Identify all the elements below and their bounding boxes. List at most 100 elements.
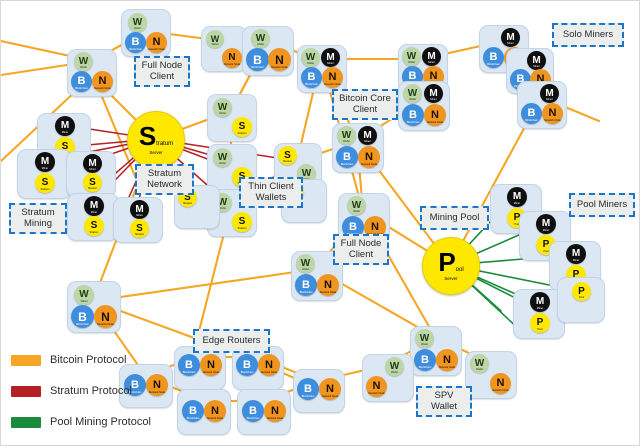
network-node[interactable]: NNetwork Node <box>264 400 286 422</box>
blockchain-node[interactable]: BBlockchain <box>124 374 146 396</box>
wallet-node[interactable]: WWallet <box>213 98 232 117</box>
network-node[interactable]: NNetwork Node <box>92 71 113 92</box>
wallet-node[interactable]: WWallet <box>337 126 356 145</box>
miner-node[interactable]: MMiner <box>422 47 441 66</box>
wallet-node[interactable]: WWallet <box>403 84 422 103</box>
miner-node[interactable]: MMiner <box>84 196 104 216</box>
blockchain-node[interactable]: BBlockchain <box>242 400 264 422</box>
network-node[interactable]: NNetwork Node <box>258 354 280 376</box>
miner-node[interactable]: MMiner <box>35 152 55 172</box>
blockchain-node[interactable]: BBlockchain <box>125 32 146 53</box>
wallet-node[interactable]: WWallet <box>415 329 434 348</box>
stratum-client-node[interactable]: SStratum <box>83 173 102 192</box>
stratum-client-node[interactable]: SStratum <box>232 117 252 137</box>
blockchain-node[interactable]: BBlockchain <box>336 146 358 168</box>
network-node[interactable]: NNetwork Node <box>204 400 226 422</box>
miner-node[interactable]: MMiner <box>83 154 102 173</box>
blockchain-node[interactable]: BBlockchain <box>178 354 200 376</box>
blockchain-node[interactable]: BBlockchain <box>483 47 504 68</box>
network-node[interactable]: NNetwork Node <box>317 274 339 296</box>
miner-node[interactable]: MMiner <box>566 244 586 264</box>
host-group[interactable]: BBlockchainNNetwork Node <box>237 389 291 435</box>
network-node[interactable]: NNetwork Node <box>358 146 380 168</box>
miner-node[interactable]: MMiner <box>507 187 527 207</box>
host-group[interactable]: WWalletMMinerBBlockchainNNetwork Node <box>297 45 347 93</box>
network-node[interactable]: NNetwork Node <box>146 32 167 53</box>
wallet-node[interactable]: WWallet <box>128 13 147 32</box>
host-group[interactable]: WWalletBBlockchainNNetwork Node <box>67 281 121 333</box>
stratum-server[interactable]: StratumServer <box>127 111 185 169</box>
network-node[interactable]: NNetwork Node <box>146 374 168 396</box>
host-group[interactable]: WWalletBBlockchainNNetwork Node <box>67 49 117 97</box>
miner-node[interactable]: MMiner <box>527 51 546 70</box>
miner-node[interactable]: MMiner <box>321 48 340 67</box>
wallet-node[interactable]: WWallet <box>74 285 94 305</box>
host-group[interactable]: WWalletMMinerBBlockchainNNetwork Node <box>332 123 384 173</box>
host-group[interactable]: PPool <box>557 277 605 323</box>
host-group[interactable]: MMinerSStratum <box>67 193 119 241</box>
host-group[interactable]: MMinerSStratum <box>113 197 163 243</box>
miner-node[interactable]: MMiner <box>55 116 75 136</box>
blockchain-node[interactable]: BBlockchain <box>414 349 436 371</box>
host-group[interactable]: WWalletBBlockchainNNetwork Node <box>410 326 462 376</box>
stratum-client-node[interactable]: SStratum <box>84 216 104 236</box>
host-group[interactable]: BBlockchainNNetwork Node <box>293 369 345 413</box>
wallet-node[interactable]: WWallet <box>74 52 93 71</box>
blockchain-node[interactable]: BBlockchain <box>521 103 542 124</box>
wallet-node[interactable]: WWallet <box>347 196 366 215</box>
host-group[interactable]: MMinerSStratum <box>17 149 71 199</box>
wallet-node[interactable]: WWallet <box>402 47 421 66</box>
blockchain-node[interactable]: BBlockchain <box>297 378 319 400</box>
network-node[interactable]: NNetwork Node <box>200 354 222 376</box>
miner-node[interactable]: MMiner <box>501 28 520 47</box>
network-node[interactable]: NNetwork Node <box>366 376 387 397</box>
miner-node[interactable]: MMiner <box>424 84 443 103</box>
blockchain-node[interactable]: BBlockchain <box>246 48 269 71</box>
host-group[interactable]: WWalletSStratum <box>207 144 257 192</box>
host-group[interactable]: WWalletNNetwork Node <box>465 351 517 399</box>
miner-node[interactable]: MMiner <box>536 214 556 234</box>
blockchain-node[interactable]: BBlockchain <box>295 274 317 296</box>
miner-node[interactable]: MMiner <box>130 200 149 219</box>
network-node[interactable]: NNetwork Node <box>322 67 343 88</box>
pool-client-node[interactable]: PPool <box>530 313 550 333</box>
wallet-node[interactable]: WWallet <box>470 354 489 373</box>
miner-node[interactable]: MMiner <box>358 126 377 145</box>
host-group[interactable]: WWalletNNetwork Node <box>201 26 247 72</box>
stratum-client-node[interactable]: SStratum <box>278 146 297 165</box>
stratum-client-node[interactable]: SStratum <box>35 173 55 193</box>
host-group[interactable]: BBlockchainNNetwork Node <box>177 389 231 435</box>
miner-node[interactable]: MMiner <box>540 84 559 103</box>
host-group[interactable]: MMinerSStratum <box>66 151 116 197</box>
network-node[interactable]: NNetwork Node <box>424 104 446 126</box>
blockchain-node[interactable]: BBlockchain <box>182 400 204 422</box>
pool-client-node[interactable]: PPool <box>572 282 591 301</box>
network-node[interactable]: NNetwork Node <box>94 305 117 328</box>
host-group[interactable]: MMinerBBlockchainNNetwork Node <box>517 81 567 129</box>
pool-server[interactable]: PoolServer <box>422 237 480 295</box>
network-node[interactable]: NNetwork Node <box>490 373 511 394</box>
wallet-node[interactable]: WWallet <box>206 30 224 48</box>
wallet-node[interactable]: WWallet <box>301 48 320 67</box>
stratum-client-node[interactable]: SStratum <box>232 212 252 232</box>
host-group[interactable]: WWalletSStratum <box>207 94 257 142</box>
wallet-node[interactable]: WWallet <box>296 254 315 273</box>
host-group[interactable]: WWalletBBlockchainNNetwork Node <box>242 26 294 76</box>
network-node[interactable]: NNetwork Node <box>542 103 563 124</box>
blockchain-node[interactable]: BBlockchain <box>236 354 258 376</box>
network-node[interactable]: NNetwork Node <box>268 48 291 71</box>
blockchain-node[interactable]: BBlockchain <box>301 67 322 88</box>
wallet-node[interactable]: WWallet <box>213 148 232 167</box>
host-group[interactable]: WWalletMMinerBBlockchainNNetwork Node <box>398 81 450 131</box>
network-node[interactable]: NNetwork Node <box>436 349 458 371</box>
network-node[interactable]: NNetwork Node <box>222 48 242 68</box>
blockchain-node[interactable]: BBlockchain <box>71 71 92 92</box>
host-group[interactable]: WWalletNNetwork Node <box>362 354 414 402</box>
blockchain-node[interactable]: BBlockchain <box>71 305 94 328</box>
miner-node[interactable]: MMiner <box>530 292 550 312</box>
host-group[interactable]: WWalletBBlockchainNNetwork Node <box>121 9 171 57</box>
wallet-node[interactable]: WWallet <box>385 357 404 376</box>
host-group[interactable]: BBlockchainNNetwork Node <box>119 364 173 408</box>
network-node[interactable]: NNetwork Node <box>319 378 341 400</box>
wallet-node[interactable]: WWallet <box>251 29 270 48</box>
